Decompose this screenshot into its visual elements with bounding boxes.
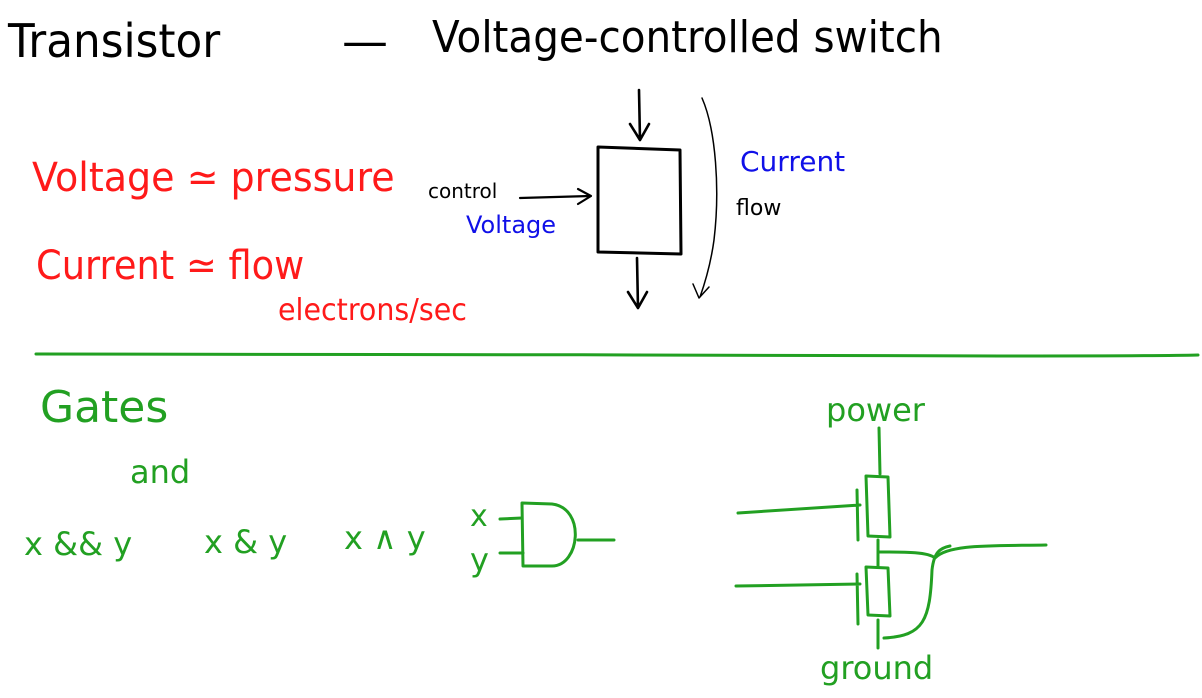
title-transistor: Transistor	[8, 14, 221, 68]
title-dash: —	[342, 14, 388, 68]
current-flow-curve	[692, 97, 718, 299]
control-voltage-label: Voltage	[466, 211, 557, 239]
gate-input-x: x	[470, 499, 488, 534]
expression-verilog-syntax: x & y	[204, 523, 288, 561]
current-label: Current	[740, 145, 846, 178]
and-label: and	[130, 453, 191, 491]
output-wire	[876, 543, 1048, 560]
flow-label: flow	[736, 196, 782, 221]
transistor-input-arrow	[628, 88, 651, 142]
title-subtitle: Voltage-controlled switch	[432, 12, 943, 63]
lower-transistor-gate	[734, 572, 862, 626]
control-arrow	[518, 187, 593, 206]
lower-transistor-box	[864, 565, 892, 618]
ground-label: ground	[820, 649, 934, 687]
ground-wire	[876, 544, 952, 650]
transistor-box	[596, 145, 683, 256]
and-gate-body	[520, 501, 577, 568]
transistor-output-arrow	[626, 256, 649, 310]
power-wire	[877, 426, 882, 476]
voltage-pressure-analogy: Voltage ≃ pressure	[32, 155, 395, 201]
upper-transistor-box	[864, 474, 892, 539]
gate-input-y: y	[470, 541, 489, 579]
power-label: power	[826, 391, 925, 429]
and-gate-wires	[498, 516, 616, 555]
control-label: control	[428, 179, 498, 203]
current-unit-label: electrons/sec	[278, 293, 467, 328]
section-divider	[34, 352, 1200, 358]
expression-logic-syntax: x ∧ y	[344, 519, 426, 557]
expression-c-syntax: x && y	[24, 525, 133, 563]
gates-heading: Gates	[40, 382, 169, 433]
current-flow-analogy: Current ≃ flow	[36, 243, 305, 289]
upper-transistor-gate	[736, 488, 862, 542]
